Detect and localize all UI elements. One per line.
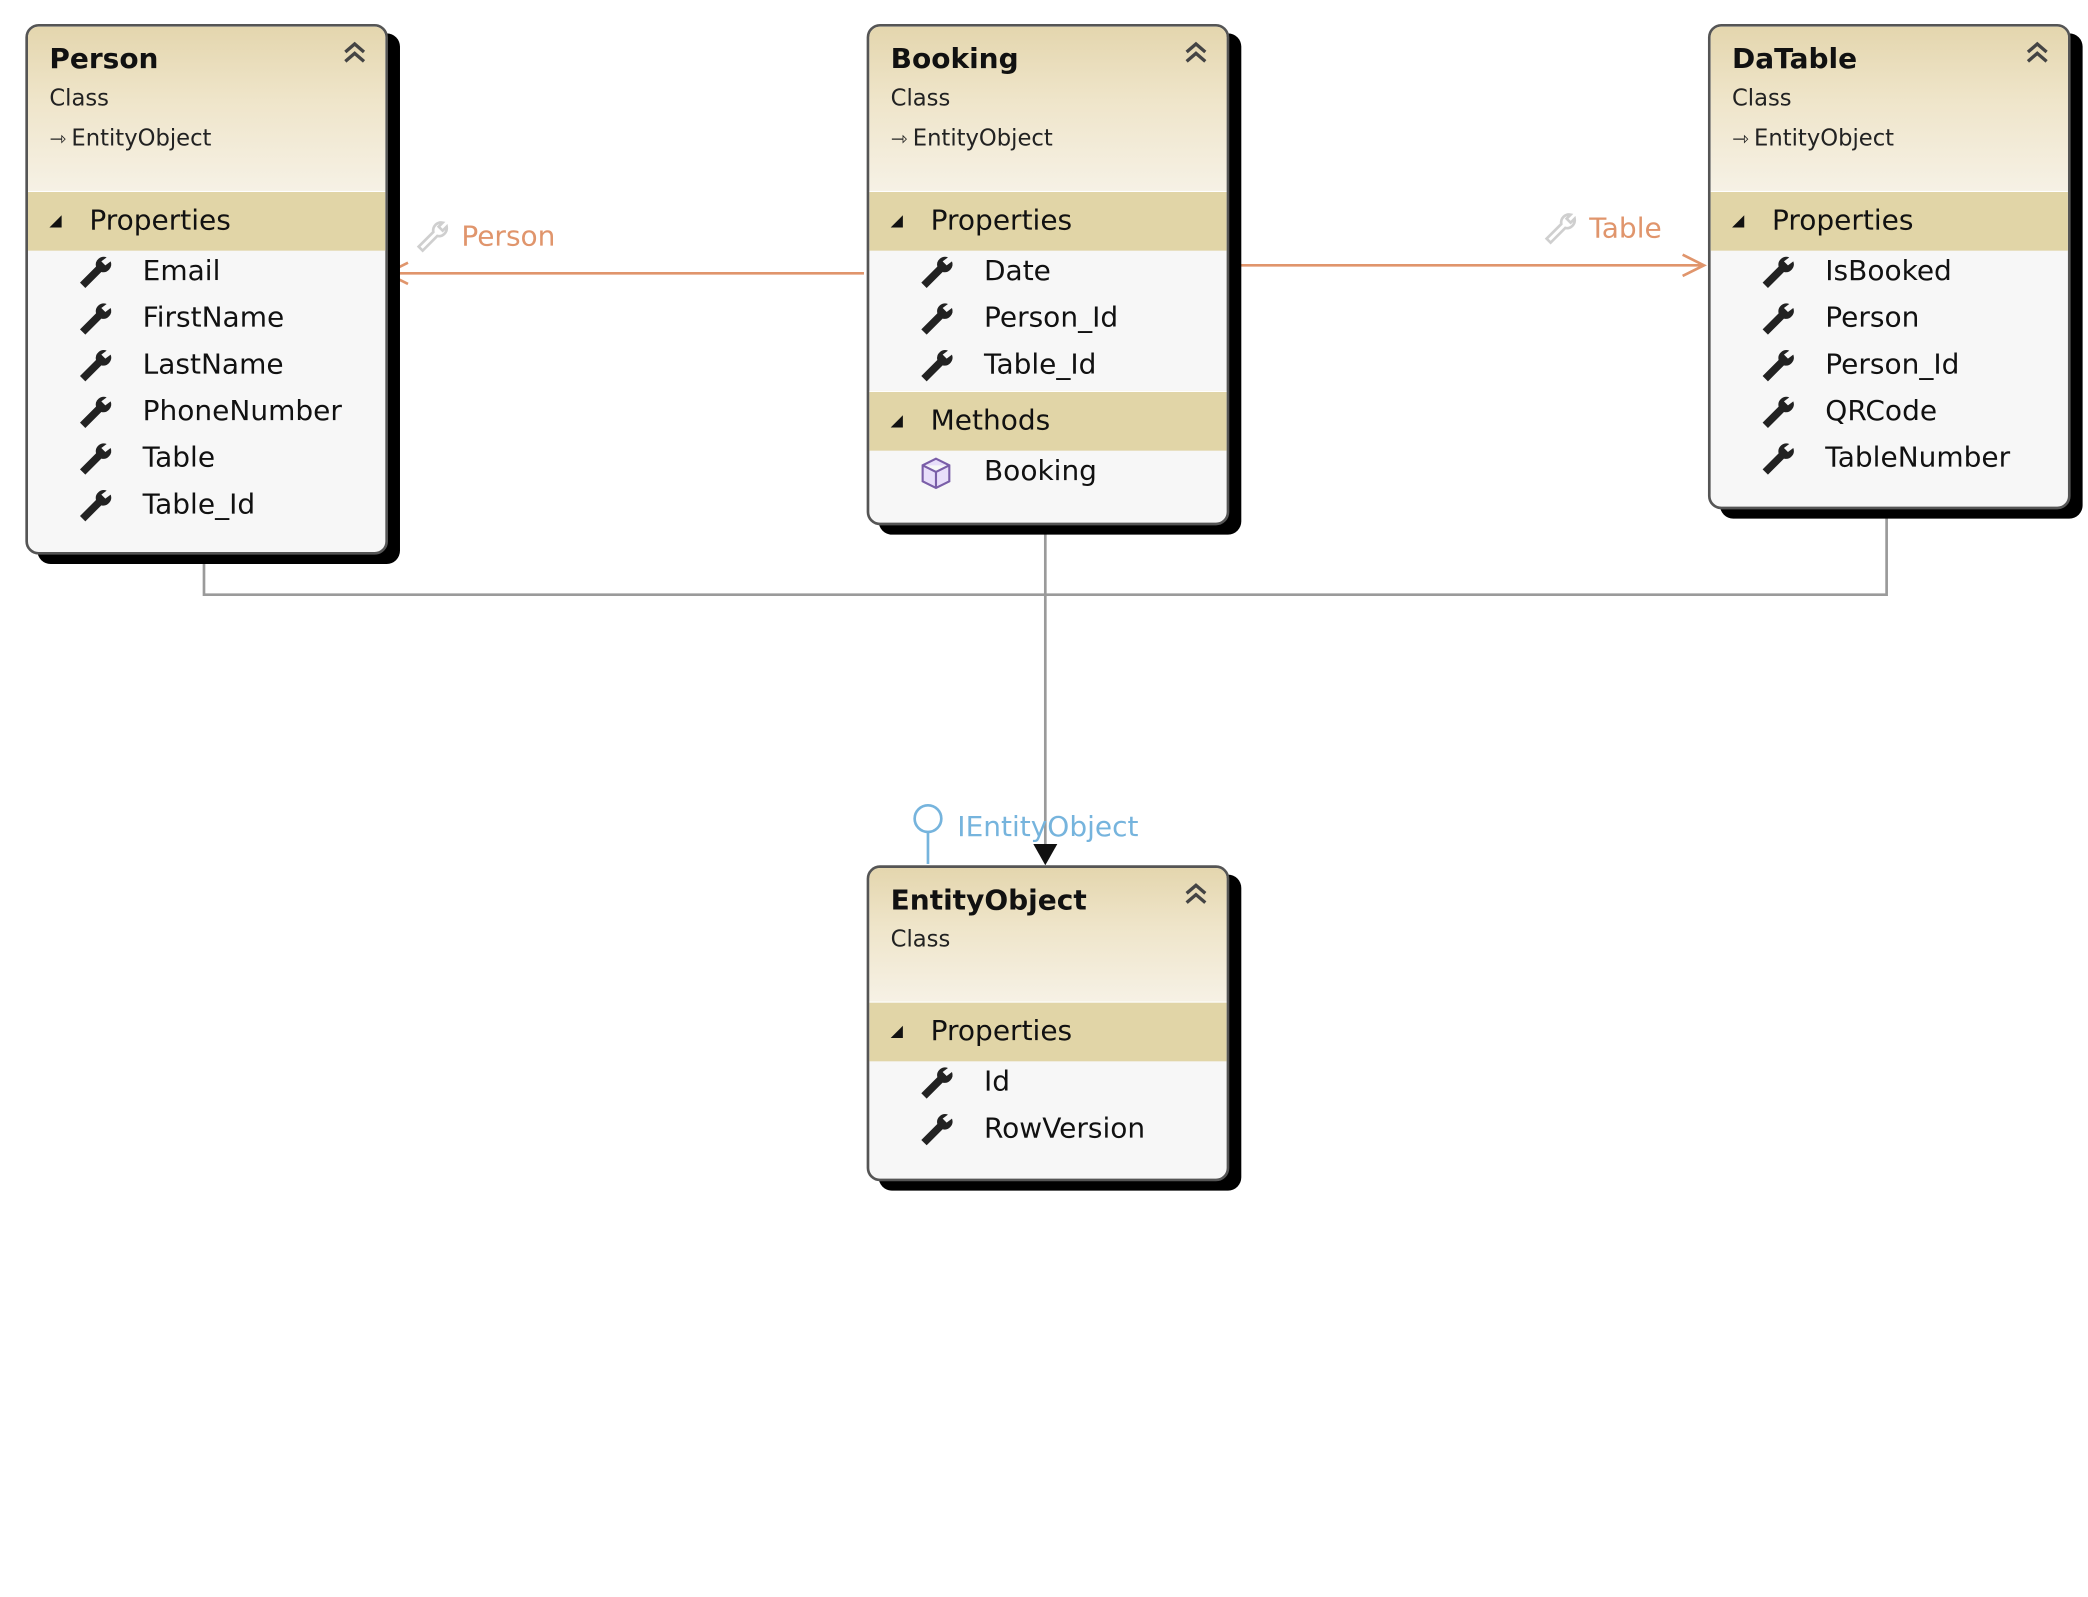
wrench-icon [1762,303,1794,335]
section-properties[interactable]: ◢Properties [869,190,1227,251]
connectors [202,253,1888,866]
collapse-triangle-icon[interactable]: ◢ [1731,210,1745,230]
wrench-icon [921,256,953,288]
property-item[interactable]: PhoneNumber [28,391,385,438]
inherits-arrow-icon: ⇾ [890,126,908,151]
inherits-arrow-icon: ⇾ [1731,126,1749,151]
property-item[interactable]: FirstName [28,297,385,344]
method-item[interactable]: Booking [869,451,1226,498]
collapse-icon[interactable] [1181,879,1210,908]
class-name: Booking [890,42,1019,75]
section-properties[interactable]: ◢Properties [869,1001,1227,1062]
property-item[interactable]: QRCode [1711,391,2068,438]
wrench-icon [79,256,112,288]
property-item[interactable]: TableNumber [1711,437,2068,484]
method-cube-icon [921,457,951,490]
property-item[interactable]: RowVersion [869,1108,1226,1155]
property-item[interactable]: LastName [28,344,385,391]
wrench-icon [79,350,112,382]
property-item[interactable]: Table [28,437,385,484]
wrench-icon [1762,396,1794,428]
class-name: DaTable [1731,42,1858,75]
interface-label: IEntityObject [957,810,1139,843]
class-box-entityobject[interactable]: EntityObject Class ◢Properties Id RowVer… [866,865,1230,1182]
class-header[interactable]: Booking Class ⇾EntityObject [869,26,1227,191]
interface-lollipop-icon [913,803,943,834]
collapse-triangle-icon[interactable]: ◢ [49,210,62,230]
wrench-icon [921,350,953,382]
section-methods[interactable]: ◢Methods [869,390,1227,451]
property-item[interactable]: Id [869,1061,1226,1108]
section-properties[interactable]: ◢Properties [27,190,386,251]
wrench-icon [921,303,953,335]
class-kind: Class [890,85,951,112]
base-class: ⇾EntityObject [1731,125,1895,152]
collapse-triangle-icon[interactable]: ◢ [890,410,903,430]
class-kind: Class [1731,85,1792,112]
collapse-icon[interactable] [1181,37,1210,66]
wrench-icon [921,1067,953,1099]
property-item[interactable]: Person_Id [869,297,1226,344]
association-label-person: Person [413,219,555,256]
base-class: ⇾EntityObject [49,125,212,152]
wrench-icon [1762,256,1794,288]
class-name: EntityObject [890,883,1087,916]
property-item[interactable]: Date [869,251,1226,298]
class-kind: Class [890,926,951,954]
wrench-icon [1762,443,1794,475]
property-item[interactable]: Person_Id [1711,344,2068,391]
property-item[interactable]: Person [1711,297,2068,344]
association-arrow-table [1682,253,1707,278]
class-box-person[interactable]: Person Class ⇾EntityObject ◢Properties E… [25,23,388,555]
property-item[interactable]: IsBooked [1711,251,2068,298]
wrench-icon [1544,213,1577,245]
wrench-icon [416,221,449,253]
association-label-table: Table [1541,211,1662,248]
class-name: Person [49,42,159,75]
collapse-icon[interactable] [2023,37,2052,66]
property-item[interactable]: Table_Id [869,344,1226,391]
class-header[interactable]: EntityObject Class [869,867,1227,1002]
section-properties[interactable]: ◢Properties [1710,190,2068,251]
class-box-datable[interactable]: DaTable Class ⇾EntityObject ◢Properties … [1707,23,2071,510]
wrench-icon [1762,350,1794,382]
class-header[interactable]: DaTable Class ⇾EntityObject [1710,26,2068,191]
inheritance-arrowhead [1033,843,1058,866]
class-kind: Class [49,85,109,112]
property-item[interactable]: Email [28,251,385,298]
inherits-arrow-icon: ⇾ [49,126,67,151]
wrench-icon [921,1114,953,1146]
class-header[interactable]: Person Class ⇾EntityObject [27,26,386,191]
collapse-triangle-icon[interactable]: ◢ [890,210,903,230]
property-item[interactable]: Table_Id [28,484,385,531]
base-class: ⇾EntityObject [890,125,1053,152]
collapse-triangle-icon[interactable]: ◢ [890,1021,903,1040]
wrench-icon [79,490,112,522]
wrench-icon [79,303,112,335]
wrench-icon [79,443,112,475]
class-box-booking[interactable]: Booking Class ⇾EntityObject ◢Properties … [866,23,1230,526]
wrench-icon [79,396,112,428]
collapse-icon[interactable] [340,37,369,66]
